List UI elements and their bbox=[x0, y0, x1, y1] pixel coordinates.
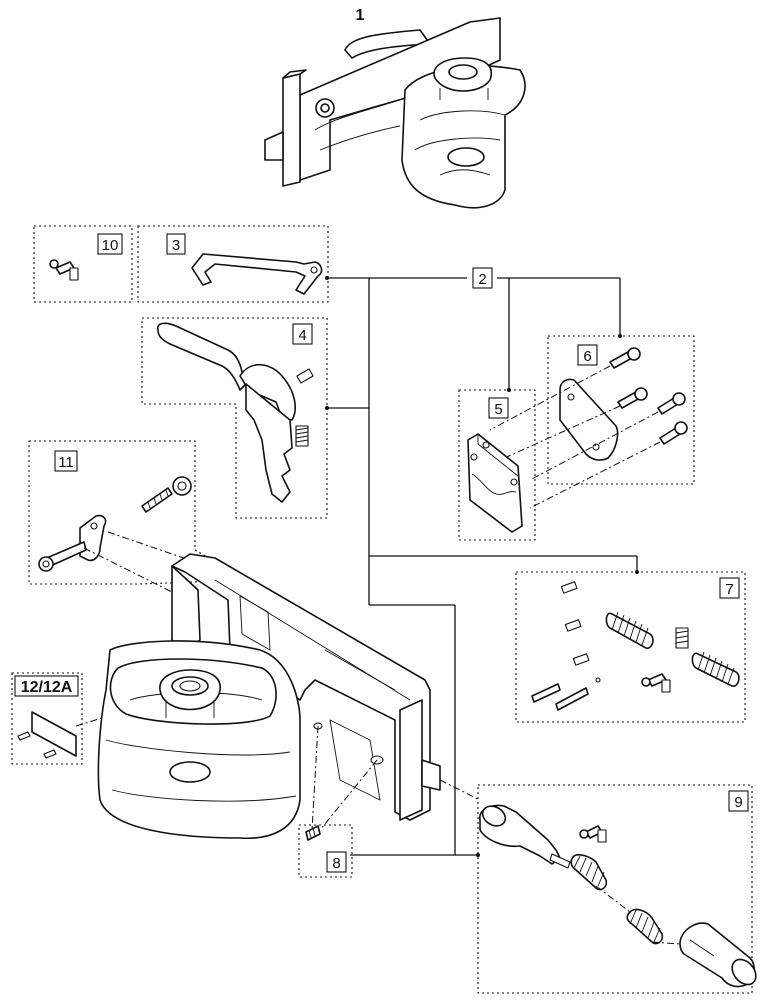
part-8-small-spring bbox=[305, 825, 321, 841]
group-boxes bbox=[11, 225, 753, 994]
bolts bbox=[609, 347, 688, 445]
part-9-plunger-assembly bbox=[479, 804, 757, 988]
callout-3: 3 bbox=[172, 237, 180, 254]
callout-1: 1 bbox=[356, 7, 365, 24]
callout-12-12a: 12/12A bbox=[21, 679, 73, 696]
callout-10: 10 bbox=[102, 237, 119, 254]
callout-6: 6 bbox=[583, 348, 591, 365]
part-11-latch-hardware bbox=[38, 476, 237, 605]
callout-5: 5 bbox=[494, 401, 502, 418]
part-7-pins-springs bbox=[531, 581, 740, 711]
callout-8: 8 bbox=[332, 855, 340, 872]
main-coupling-body bbox=[97, 553, 481, 840]
callout-4: 4 bbox=[298, 327, 306, 344]
connector-lines bbox=[325, 276, 639, 857]
callout-2: 2 bbox=[478, 271, 486, 288]
callout-7: 7 bbox=[725, 581, 733, 598]
callout-11: 11 bbox=[58, 454, 74, 471]
part-6-cover-and-bolts bbox=[489, 347, 688, 509]
part-10-grease-nipple bbox=[49, 259, 79, 281]
assembly-illustration-top bbox=[264, 17, 526, 209]
callout-labels: 1 10 3 2 4 6 5 11 7 12/12A 9 8 bbox=[14, 7, 749, 873]
part-3-lever bbox=[191, 253, 323, 295]
callout-9: 9 bbox=[734, 794, 742, 811]
part-4-release-lever bbox=[156, 322, 314, 503]
part-5-plate bbox=[467, 433, 523, 533]
